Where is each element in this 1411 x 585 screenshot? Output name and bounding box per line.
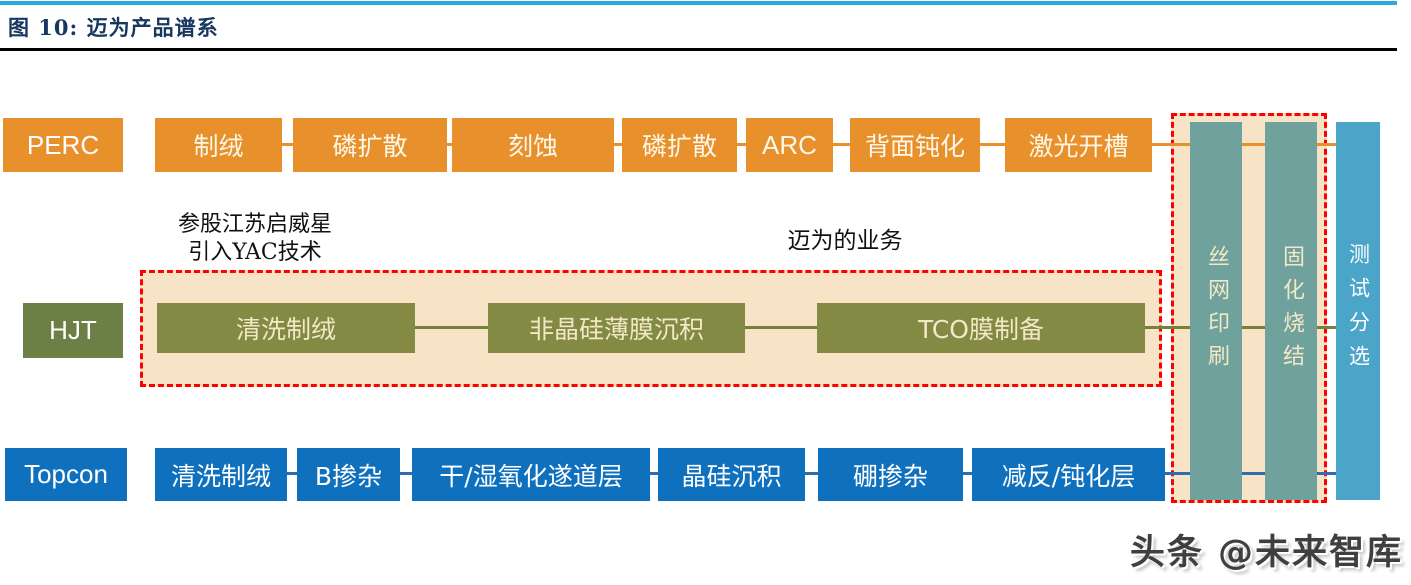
final-column-test-sorting: 测试分选 <box>1336 122 1380 500</box>
shared-column-screen-printing-label: 丝网印刷 <box>1204 245 1229 377</box>
process-box-hjt-1: 非晶硅薄膜沉积 <box>488 303 745 353</box>
process-box-perc-1: 磷扩散 <box>293 118 447 172</box>
final-column-test-sorting-label: 测试分选 <box>1346 243 1371 379</box>
process-box-perc-2: 刻蚀 <box>452 118 614 172</box>
process-box-perc-4: ARC <box>746 118 833 172</box>
process-box-perc-3: 磷扩散 <box>622 118 737 172</box>
process-box-perc-5: 背面钝化 <box>850 118 980 172</box>
hjt-note-line1: 参股江苏启威星 <box>177 212 332 237</box>
row-label-topcon: Topcon <box>5 448 127 501</box>
hjt-note-line2: 引入YAC技术 <box>188 240 322 265</box>
row-label-hjt: HJT <box>23 303 123 358</box>
shared-column-screen-printing: 丝网印刷 <box>1190 122 1242 500</box>
flow-line-hjt <box>160 326 1336 329</box>
shared-column-curing-sintering-label: 固化烧结 <box>1279 245 1304 377</box>
shared-column-curing-sintering: 固化烧结 <box>1265 122 1317 500</box>
row-label-perc: PERC <box>3 118 123 172</box>
process-box-hjt-0: 清洗制绒 <box>157 303 415 353</box>
figure-title: 图 10: 迈为产品谱系 <box>8 15 219 40</box>
process-box-topcon-3: 晶硅沉积 <box>658 448 805 501</box>
title-divider <box>0 48 1397 51</box>
process-box-topcon-2: 干/湿氧化遂道层 <box>412 448 650 501</box>
process-box-topcon-0: 清洗制绒 <box>155 448 287 501</box>
process-box-topcon-5: 减反/钝化层 <box>972 448 1165 501</box>
business-label: 迈为的业务 <box>787 228 903 254</box>
process-box-topcon-4: 硼掺杂 <box>818 448 963 501</box>
watermark: 头条 @未来智库 <box>1129 533 1403 573</box>
hjt-note: 参股江苏启威星 引入YAC技术 <box>140 211 370 267</box>
process-box-topcon-1: B掺杂 <box>297 448 400 501</box>
top-rule <box>0 1 1397 5</box>
process-box-perc-6: 激光开槽 <box>1005 118 1152 172</box>
process-box-perc-0: 制绒 <box>155 118 282 172</box>
process-box-hjt-2: TCO膜制备 <box>817 303 1145 353</box>
